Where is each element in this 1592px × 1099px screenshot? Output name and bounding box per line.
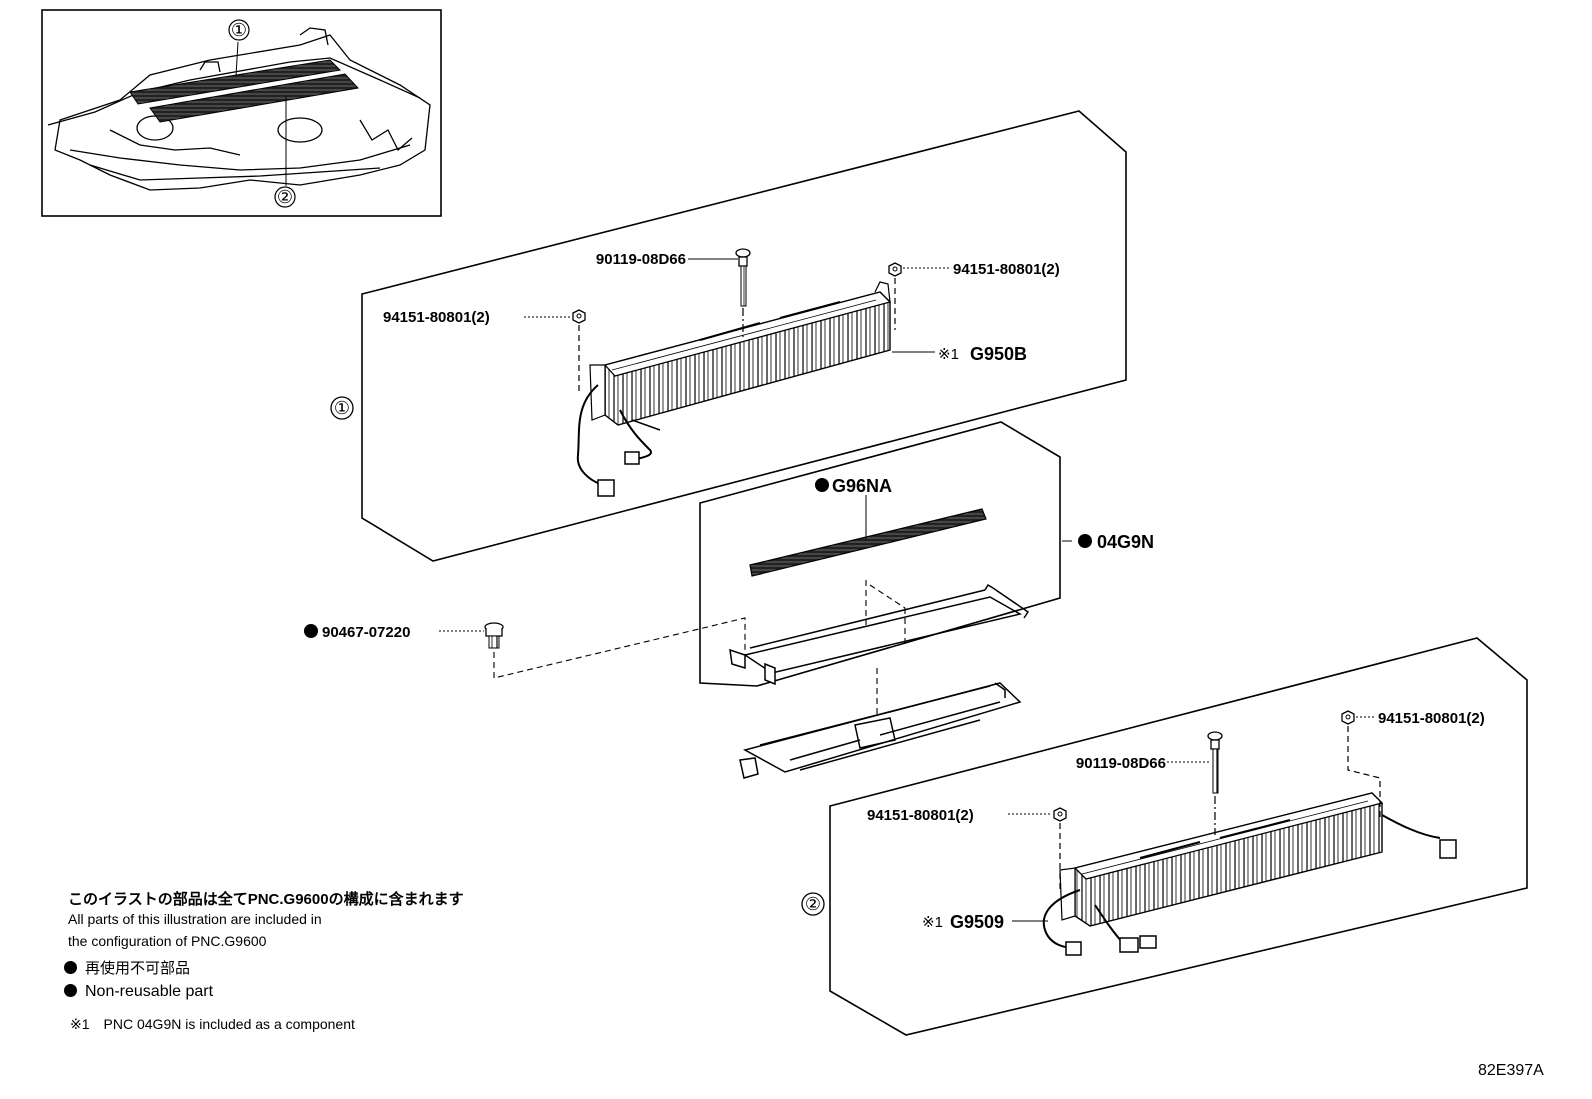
inset-callout-1: ①: [231, 20, 247, 40]
assembly-2-nut-left-part: 94151-80801(2): [867, 807, 974, 824]
bracket-frame: [729, 583, 1030, 686]
inset-battery-1: [129, 59, 342, 105]
assembly-2-bolt-part: 90119-08D66: [1076, 755, 1166, 772]
assembly-1-module-mark: ※1: [938, 346, 959, 363]
nut-1-right: [888, 262, 902, 330]
inset-frame: [41, 9, 442, 217]
assembly-1-module-part: G950B: [970, 344, 1027, 364]
note-english-line-1: All parts of this illustration are inclu…: [68, 911, 322, 927]
note-japanese: このイラストの部品は全てPNC.G9600の構成に含まれます: [68, 891, 464, 908]
bolt-1: [735, 248, 751, 340]
assembly-2-callout: ②: [805, 894, 821, 914]
battery-module-2: [1059, 792, 1384, 927]
inset-callout-2-circle: [274, 186, 296, 208]
assembly-2-module-mark: ※1: [922, 914, 943, 931]
harness-1: [576, 384, 661, 497]
assembly-1-frame: [361, 110, 1127, 562]
assembly-1-callout-circle: [330, 396, 354, 420]
assembly-2-callout-circle: [801, 892, 825, 916]
seal-strip: [749, 508, 987, 577]
kit-non-reusable-icon: [1078, 534, 1092, 548]
filled-circle-icon: [64, 961, 77, 974]
assembly-1: ①: [330, 110, 1127, 562]
legend-japanese: 再使用不可部品: [64, 957, 190, 978]
note-english-line-2: the configuration of PNC.G9600: [68, 933, 267, 949]
legend-english: Non-reusable part: [64, 983, 213, 1001]
assembly-2-module-part: G9509: [950, 912, 1004, 932]
assembly-2-frame: [829, 637, 1528, 1036]
nut-2-right: [1341, 710, 1381, 820]
assembly-2-nut-right-part: 94151-80801(2): [1378, 710, 1485, 727]
inset-battery-2: [149, 73, 359, 123]
assembly-1-nut-left-part: 94151-80801(2): [383, 309, 490, 326]
assembly-2: ②: [801, 637, 1528, 1036]
seal-non-reusable-icon: [815, 478, 829, 492]
footnote-text: PNC 04G9N is included as a component: [103, 1016, 355, 1032]
clip: [484, 622, 504, 649]
nut-2-left: [1053, 807, 1067, 890]
seal-part: G96NA: [832, 476, 892, 496]
assembly-1-nut-right-part: 94151-80801(2): [953, 261, 1060, 278]
assembly-1-callout: ①: [334, 398, 350, 418]
legend-japanese-text: 再使用不可部品: [85, 960, 191, 977]
nut-1-left: [572, 309, 586, 395]
battery-module-1: [589, 281, 892, 426]
footnote-mark: ※1: [70, 1016, 90, 1032]
kit-frame: [699, 421, 1061, 687]
inset-callout-2: ②: [277, 187, 293, 207]
kit-part: 04G9N: [1097, 532, 1154, 552]
footnote: ※1 PNC 04G9N is included as a component: [70, 1016, 355, 1033]
legend-english-text: Non-reusable part: [85, 983, 214, 1000]
figure-code: 82E397A: [1478, 1062, 1544, 1079]
inset-tray-outline: [47, 27, 431, 191]
tray: [739, 682, 1022, 779]
inset-callout-1-circle: [228, 19, 250, 41]
filled-circle-icon: [64, 984, 77, 997]
harness-2: [1042, 814, 1457, 956]
clip-part: 90467-07220: [322, 624, 410, 641]
clip-non-reusable-icon: [304, 624, 318, 638]
assembly-1-bolt-part: 90119-08D66: [596, 251, 686, 268]
bolt-2: [1207, 731, 1223, 835]
inset-overview: ① ②: [41, 9, 442, 217]
kit-04g9n: 04G9N G96NA 90467-07220: [304, 421, 1154, 779]
